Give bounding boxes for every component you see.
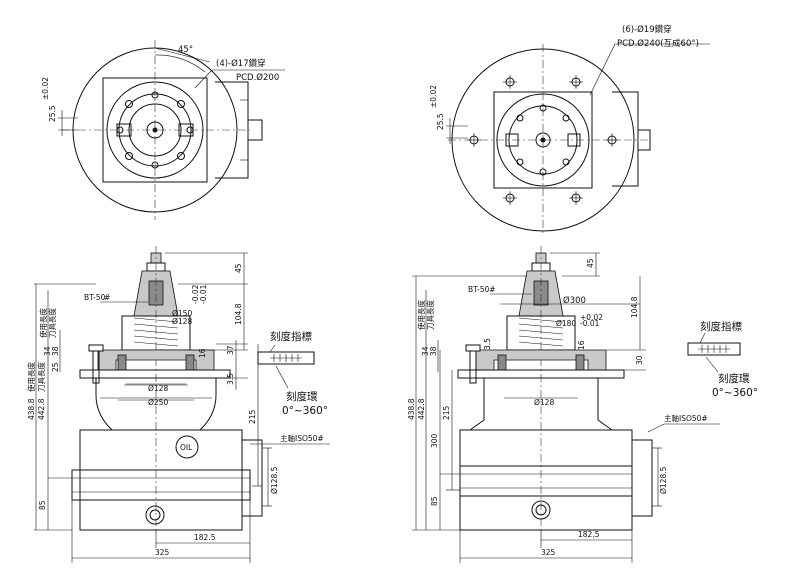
front-view-left: OIL BT-50 # Ø150 Ø128 -0.02 -0.01 Ø128 Ø…: [26, 246, 330, 563]
side-shaft-stub: [247, 119, 263, 141]
dim-104-8-right: 104.8: [630, 296, 639, 318]
svg-text:38: 38: [51, 346, 60, 356]
d300-label: Ø300: [563, 295, 586, 306]
svg-text:38: 38: [429, 346, 438, 356]
dim-182-5-left: 182.5: [194, 533, 216, 542]
svg-text:34: 34: [421, 346, 430, 356]
dim-300-right: 300: [430, 433, 439, 448]
bt50-label-r: BT-50#: [468, 285, 496, 294]
section-flange-right: [475, 349, 607, 371]
d128-label-r: Ø128: [534, 398, 554, 407]
dim-85-right: 85: [430, 496, 439, 506]
main-housing-right: [459, 429, 633, 531]
svg-text:-0.02: -0.02: [191, 284, 200, 304]
svg-text:刀具長度: 刀具長度: [36, 362, 46, 392]
svg-text:刀具長度: 刀具長度: [47, 308, 57, 338]
angle-label: 45°: [178, 45, 193, 55]
svg-text:使用長度: 使用長度: [26, 362, 36, 392]
scale-pointer-symbol-r: [687, 342, 741, 356]
dim-438-8-left: 438.8: [27, 398, 36, 420]
dim-85-left: 85: [38, 500, 47, 510]
dim-325-right: 325: [541, 548, 556, 557]
dim-215-left: 215: [248, 409, 257, 424]
dim-325-left: 325: [155, 548, 170, 557]
drain-plug: [145, 505, 165, 525]
dim-182-5-right: 182.5: [578, 530, 600, 539]
main-housing-left: [79, 429, 243, 531]
front-view-right: BT-50# Ø300 +0.02 -0.01 Ø180 Ø128 45 104…: [407, 246, 758, 563]
dim-25-5-left: 25.5: [48, 105, 57, 122]
svg-text:-0.01: -0.01: [199, 284, 208, 304]
svg-text:16: 16: [198, 348, 207, 358]
oil-plug: [175, 435, 199, 459]
scale-pointer-symbol: [257, 351, 315, 365]
oil-label: OIL: [180, 443, 193, 452]
scale-pointer-label: 刻度指標: [270, 330, 312, 343]
dim-442-8-left: 442.8: [37, 398, 46, 420]
dim-104-8-left: 104.8: [234, 303, 243, 325]
dim-d128-5-right: Ø128.5: [659, 466, 668, 494]
svg-text:16: 16: [577, 340, 586, 350]
dim-45-left: 45: [234, 263, 243, 273]
dim-tol-right: ±0.02: [429, 85, 438, 108]
scale-ring-label-r: 刻度環: [718, 372, 750, 385]
dim-438-8-right: 438.8: [407, 398, 416, 420]
range-label-r: 0°~360°: [712, 387, 758, 399]
pcd-callout: PCD.Ø200: [236, 72, 279, 83]
svg-text:刀具長度: 刀具長度: [425, 300, 435, 330]
d128-label-a: Ø128: [172, 317, 192, 326]
section-flange-left: [97, 349, 215, 371]
svg-text:#: #: [104, 293, 110, 302]
pcd-callout-r: PCD.Ø240(互成60°): [617, 38, 699, 49]
dim-d128-5-left: Ø128.5: [270, 466, 279, 494]
dim-tol-left: ±0.02: [41, 77, 50, 100]
spindle-label-r: 主軸ISO50#: [664, 413, 708, 423]
dim-25-5-right: 25.5: [436, 113, 445, 130]
d128-label-b: Ø128: [148, 384, 168, 393]
svg-text:使用長度: 使用長度: [416, 300, 426, 330]
holes-callout: (4)-Ø17鑽穿: [216, 58, 266, 69]
dim-45-right: 45: [586, 258, 595, 268]
svg-text:30: 30: [635, 355, 644, 365]
d180-label: Ø180: [556, 319, 576, 328]
range-label: 0°~360°: [282, 405, 328, 417]
svg-text:3.5: 3.5: [483, 338, 492, 350]
bt50-label: BT-50: [84, 293, 106, 302]
svg-text:+0.02: +0.02: [580, 313, 603, 322]
svg-text:使用長度: 使用長度: [38, 308, 48, 338]
svg-text:34: 34: [43, 346, 52, 356]
holes-callout-r: (6)-Ø19鑽穿: [622, 24, 672, 35]
plan-view-right: (6)-Ø19鑽穿 PCD.Ø240(互成60°) 25.5 ±0.02: [429, 24, 710, 236]
svg-text:25: 25: [51, 362, 60, 372]
d150-label: Ø150: [172, 309, 192, 318]
plan-view-left: 45° (4)-Ø17鑽穿 PCD.Ø200 25.5 ±0.02: [41, 40, 285, 220]
scale-pointer-label-r: 刻度指標: [700, 320, 742, 333]
svg-text:3.5: 3.5: [226, 373, 235, 385]
d250-label: Ø250: [148, 398, 168, 407]
dim-442-8-right: 442.8: [417, 398, 426, 420]
scale-ring-label: 刻度環: [286, 390, 318, 403]
svg-text:-0.01: -0.01: [580, 319, 600, 328]
spindle-label: 主軸ISO50#: [280, 433, 324, 443]
dim-215-right: 215: [442, 405, 451, 420]
svg-text:37: 37: [226, 345, 235, 355]
